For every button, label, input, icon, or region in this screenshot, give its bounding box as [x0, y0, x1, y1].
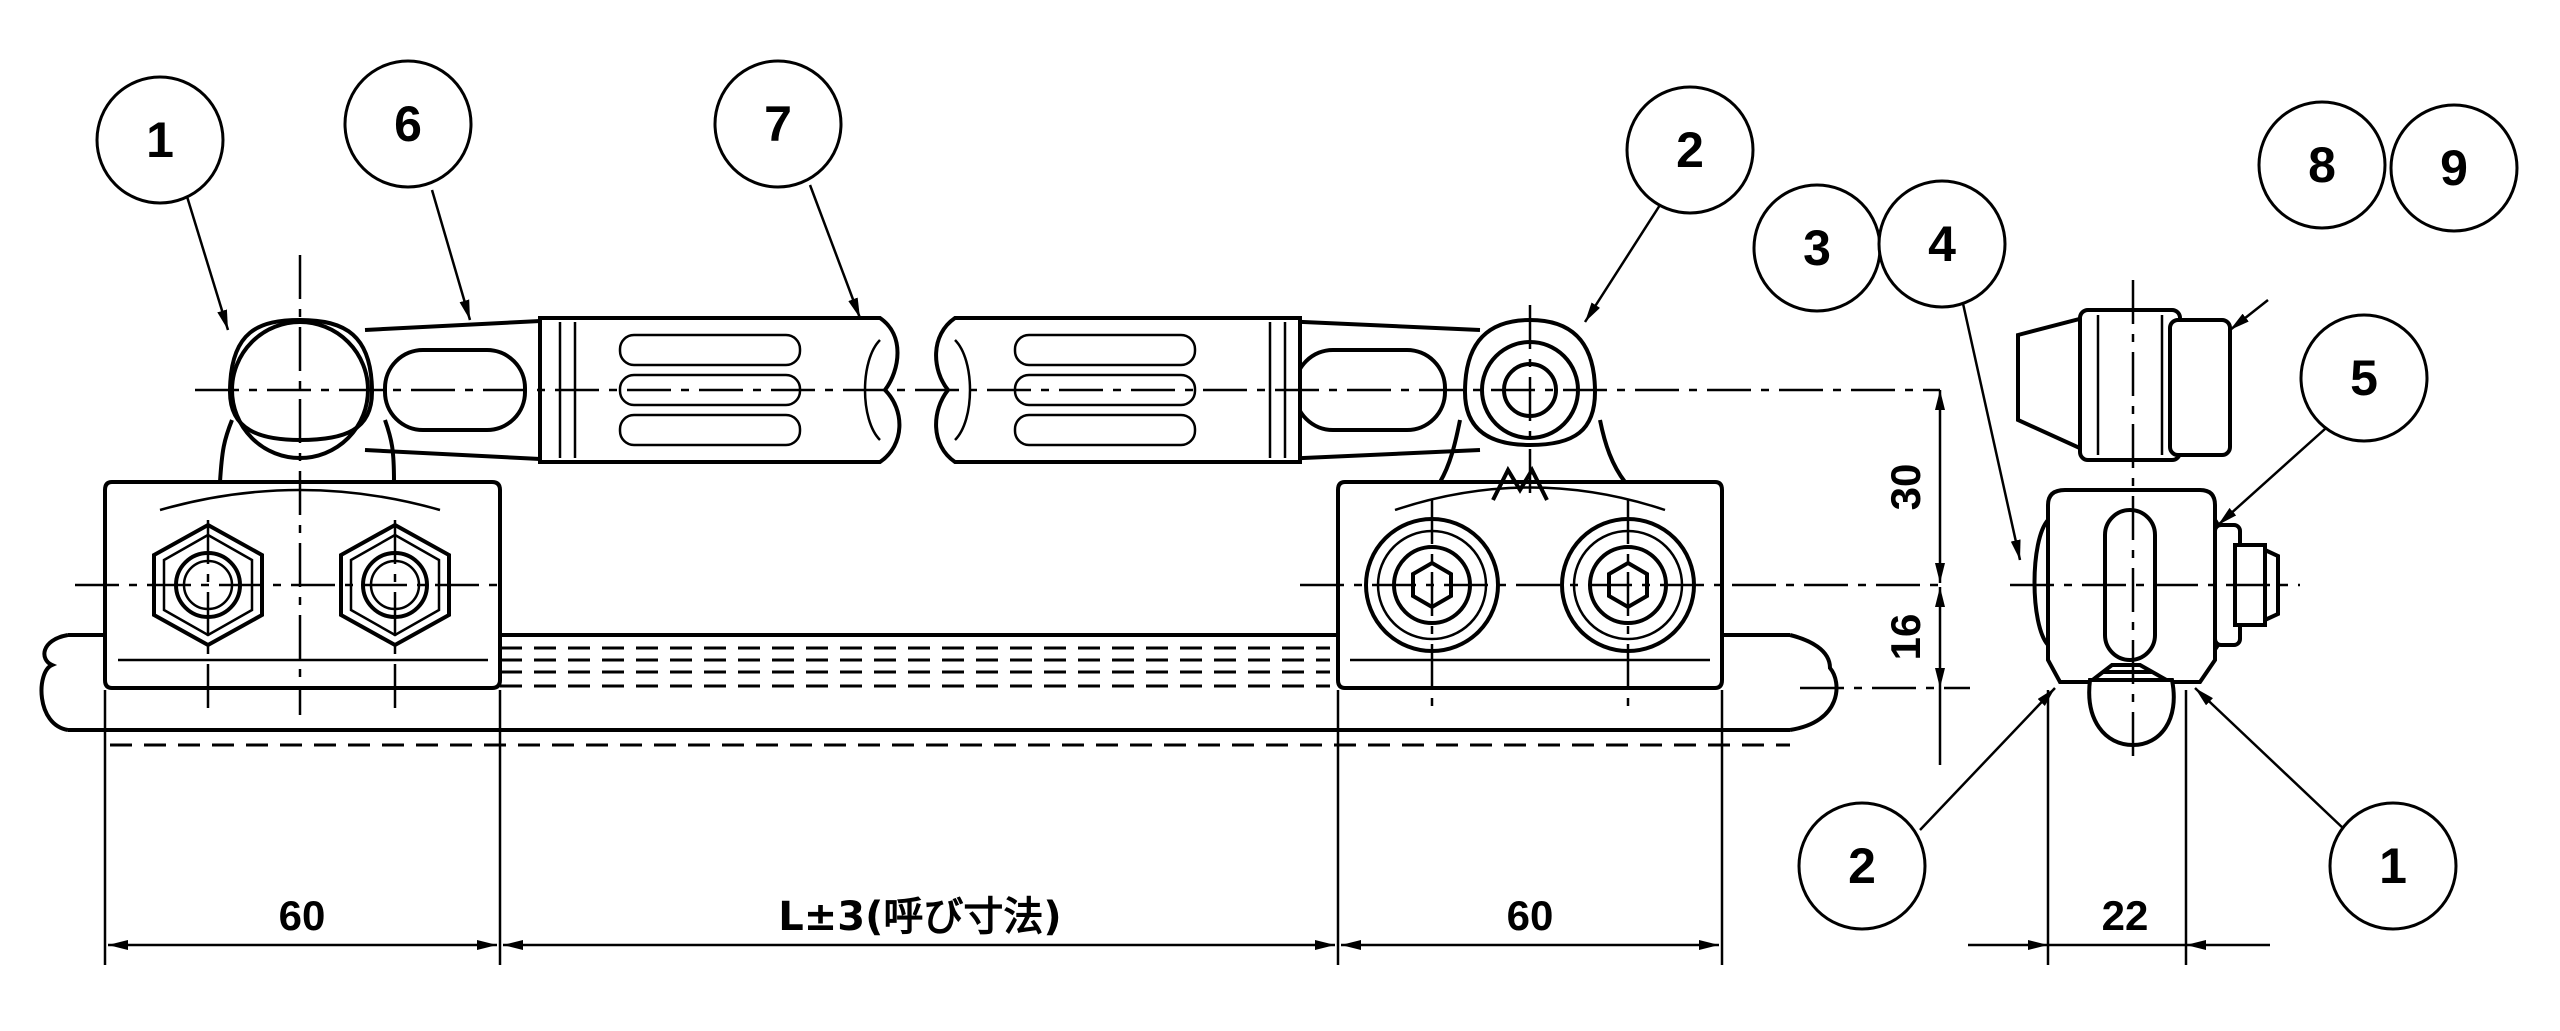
balloon-front-2: 2	[1625, 85, 1755, 215]
svg-text:6: 6	[394, 96, 422, 152]
balloon-side-2: 2	[1797, 801, 1927, 931]
svg-text:7: 7	[764, 96, 792, 152]
dimensions: 60 L±3(呼び寸法) 60 22 30 16	[103, 390, 2270, 965]
svg-text:3: 3	[1803, 220, 1831, 276]
svg-text:8: 8	[2308, 137, 2336, 193]
svg-text:2: 2	[1676, 122, 1704, 178]
side-view	[2010, 280, 2300, 765]
balloon-front-7: 7	[713, 59, 843, 189]
front-view	[39, 255, 1940, 747]
svg-text:5: 5	[2350, 350, 2378, 406]
svg-text:1: 1	[146, 112, 174, 168]
dim-span-label: L±3(呼び寸法)	[778, 894, 1061, 940]
leaders	[183, 184, 2346, 831]
balloon-side-1: 1	[2328, 801, 2458, 931]
left-clamp	[103, 419, 502, 690]
balloon-side-9: 9	[2389, 103, 2519, 233]
balloon-side-4: 4	[1877, 179, 2007, 309]
balloon-side-3: 3	[1752, 183, 1882, 313]
center-lines	[75, 255, 1940, 715]
balloon-side-8: 8	[2257, 100, 2387, 230]
dim-right-60: 60	[1507, 892, 1554, 939]
svg-text:2: 2	[1848, 838, 1876, 894]
balloons: 1 6 7 2 3 4 8 9	[95, 59, 2519, 931]
svg-text:1: 1	[2379, 838, 2407, 894]
hidden-lines	[500, 646, 1330, 688]
maker-logo	[1491, 465, 1549, 501]
svg-text:4: 4	[1928, 216, 1956, 272]
dim-side-22: 22	[2102, 892, 2149, 939]
balloon-side-5: 5	[2299, 313, 2429, 443]
svg-text:9: 9	[2440, 140, 2468, 196]
dim-height-30: 30	[1882, 464, 1929, 511]
dim-left-60: 60	[279, 892, 326, 939]
balloon-front-6: 6	[343, 59, 473, 189]
dim-height-16: 16	[1882, 614, 1929, 661]
right-clamp	[1336, 465, 1724, 690]
balloon-front-1: 1	[95, 75, 225, 205]
right-eye	[1438, 317, 1627, 484]
